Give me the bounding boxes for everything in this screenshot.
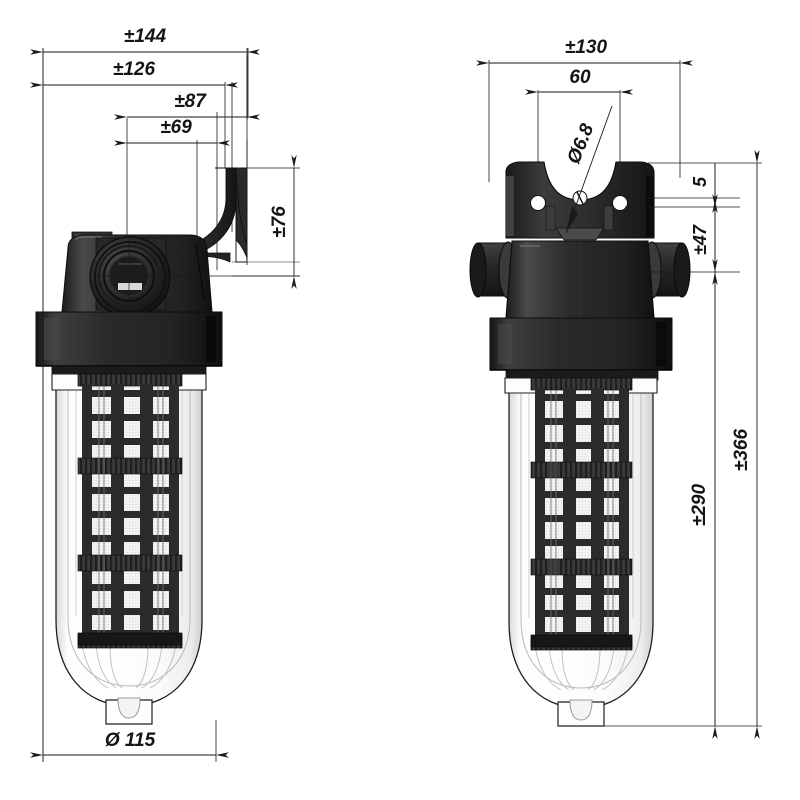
- dim-130: ±130: [476, 37, 693, 66]
- dim-87-label: ±87: [174, 91, 207, 112]
- dim-366: ±366: [731, 150, 760, 739]
- dim-69-label: ±69: [160, 117, 192, 138]
- dim-126-label: ±126: [113, 59, 156, 80]
- dim-76-label: ±76: [269, 206, 290, 238]
- dim-115: Ø 115: [30, 48, 229, 762]
- dim-144-label: ±144: [124, 26, 167, 47]
- dim-47-label: ±47: [690, 224, 710, 255]
- dim-290: ±290: [689, 163, 718, 739]
- dim-144: ±144: [30, 26, 260, 55]
- dim-87: ±87: [114, 91, 260, 120]
- dim-5-label: 5: [690, 176, 710, 187]
- front-view: ±130 60 Ø6.8: [469, 37, 762, 739]
- side-view: ±144 ±126 ±87 ±69 ±76: [30, 26, 300, 762]
- dim-69: ±69: [114, 117, 230, 146]
- front-view-vertical-dims: 5 ±47 ±290 ±366: [604, 150, 762, 739]
- dim-126: ±126: [30, 59, 238, 88]
- dim-130-label: ±130: [565, 37, 608, 58]
- dim-60-label: 60: [569, 67, 591, 88]
- port-rings-side: [89, 236, 171, 318]
- dim-60: 60: [525, 67, 633, 95]
- dim-366-label: ±366: [731, 429, 752, 472]
- dim-290-label: ±290: [689, 484, 710, 527]
- mounting-hole-left: [530, 195, 546, 211]
- filter-cartridge-front: [530, 377, 633, 651]
- filter-cartridge-side: [77, 373, 183, 649]
- mounting-hole-right: [612, 195, 628, 211]
- mounting-bracket: [505, 161, 655, 241]
- dim-115-label: Ø 115: [105, 730, 156, 751]
